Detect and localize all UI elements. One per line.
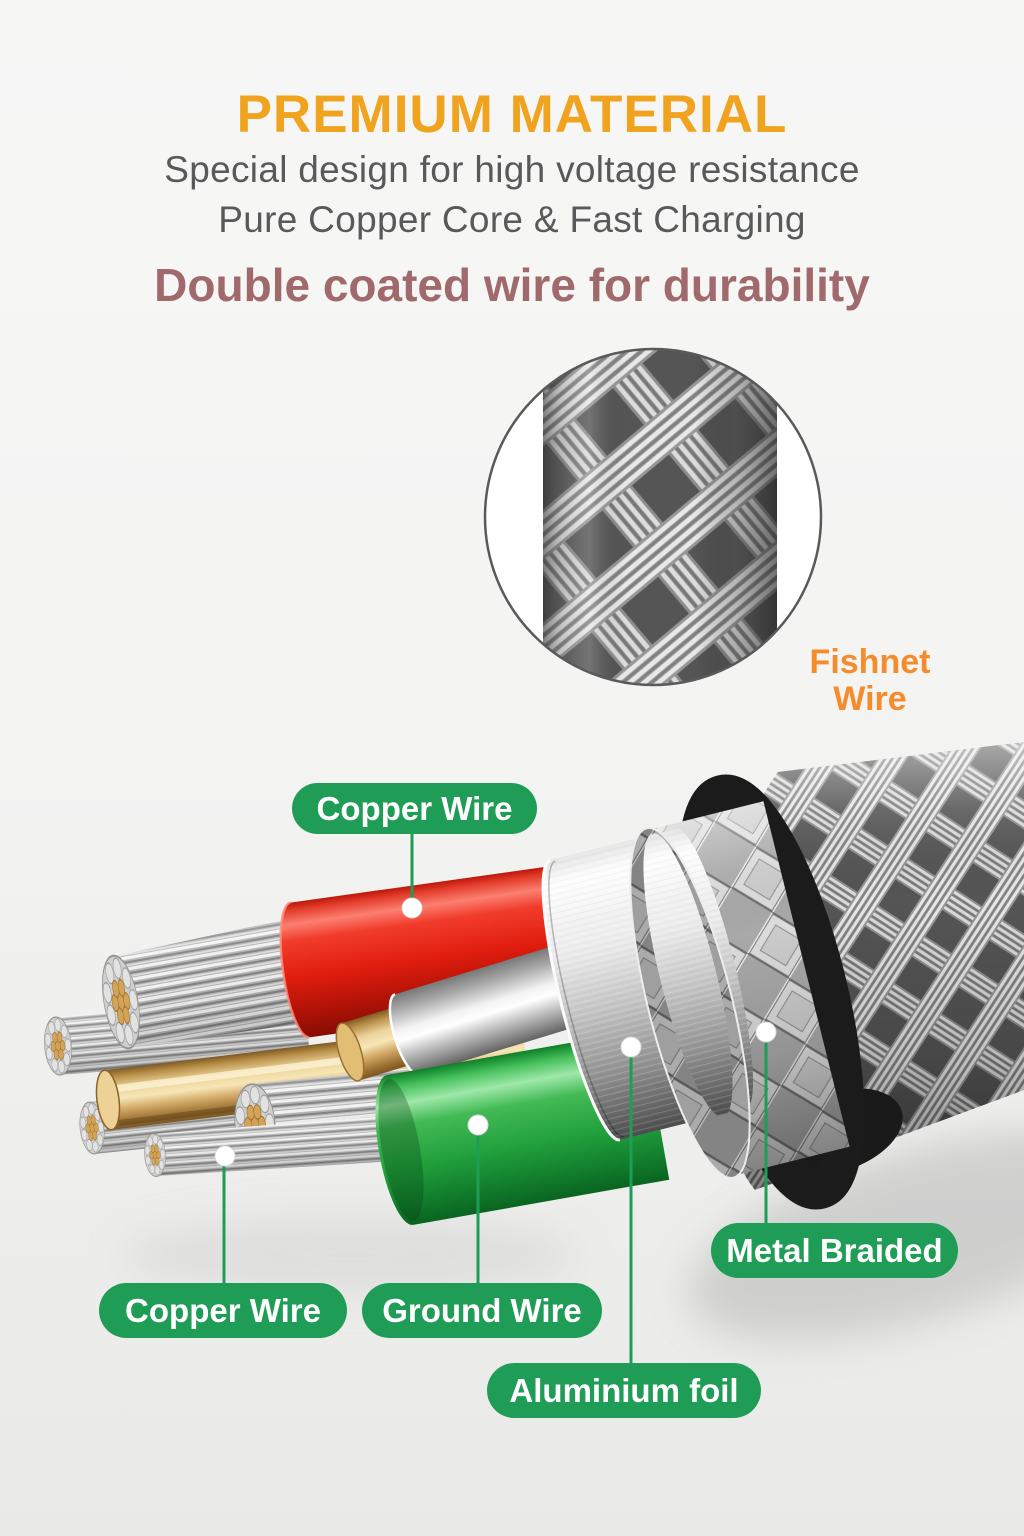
subtitle-line-1: Special design for high voltage resistan… <box>164 149 860 190</box>
magnifier-circle <box>483 347 823 687</box>
sheathed-wire <box>335 943 588 1082</box>
callout-dot-metal-braided <box>755 1021 777 1043</box>
callout-dots <box>214 897 777 1167</box>
fishnet-wire-caption: Fishnet Wire <box>809 643 931 719</box>
highlight-line: Double coated wire for durability <box>154 259 870 311</box>
callout-dot-ground <box>467 1114 489 1136</box>
magnifier-inset <box>483 347 823 687</box>
callout-dot-copper-bottom <box>214 1145 236 1167</box>
metal-braid-face <box>629 827 751 1179</box>
label-ground-wire: Ground Wire <box>362 1283 602 1338</box>
callout-dot-aluminium-foil <box>620 1036 642 1058</box>
subtitle-line-2: Pure Copper Core & Fast Charging <box>218 199 806 240</box>
strand-wire-small <box>142 1113 416 1178</box>
callout-lines <box>222 830 768 1366</box>
label-aluminium-foil: Aluminium foil <box>487 1363 761 1418</box>
callout-dot-copper-top <box>401 897 423 919</box>
label-metal-braided: Metal Braided <box>711 1223 958 1278</box>
label-copper-wire-bottom: Copper Wire <box>99 1283 347 1338</box>
label-copper-wire-top: Copper Wire <box>292 783 537 834</box>
strand-bundle-main <box>95 913 333 1053</box>
page-title: PREMIUM MATERIAL <box>236 85 788 144</box>
